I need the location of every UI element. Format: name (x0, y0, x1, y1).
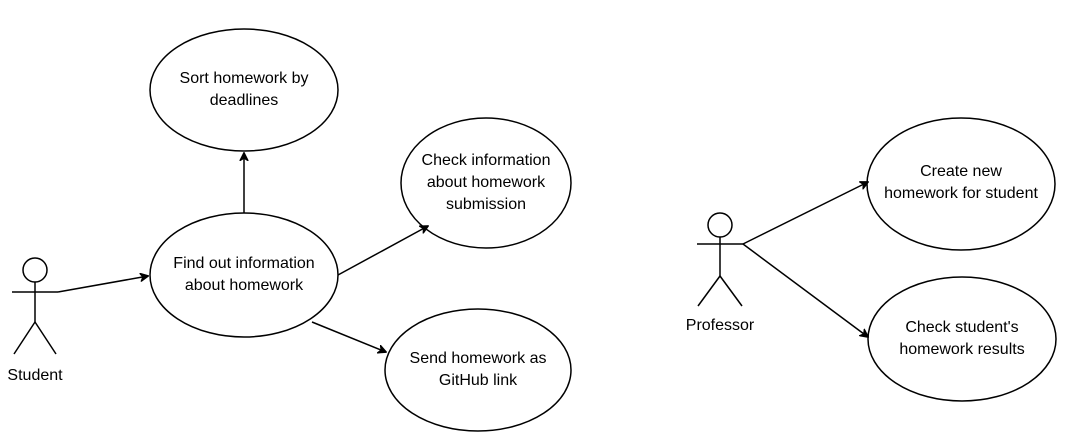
use-case-check-results-ellipse (867, 276, 1057, 402)
arrow-find-to-check-info (337, 226, 428, 276)
professor-label: Professor (685, 317, 755, 334)
use-case-check-info-label: Check information about homework submiss… (421, 152, 551, 213)
use-case-sort-ellipse (149, 28, 339, 152)
use-case-find-label: Find out information about homework (173, 255, 315, 294)
arrow-professor-to-check-results (742, 243, 868, 337)
use-case-check-info-ellipse (400, 117, 572, 249)
use-case-sort-label: Sort homework by deadlines (179, 70, 309, 109)
use-case-send-label: Send homework as GitHub link (409, 350, 547, 389)
professor-actor-figure (697, 212, 743, 307)
arrow-find-to-send (311, 321, 386, 352)
use-case-create-label: Create new homework for student (884, 163, 1038, 202)
use-case-send-ellipse (384, 308, 572, 432)
arrow-professor-to-create (742, 182, 868, 245)
use-case-check-results-label: Check student's homework results (899, 319, 1025, 358)
student-label: Student (7, 367, 63, 384)
student-actor-figure (12, 257, 58, 355)
arrow-student-to-find (57, 276, 148, 293)
